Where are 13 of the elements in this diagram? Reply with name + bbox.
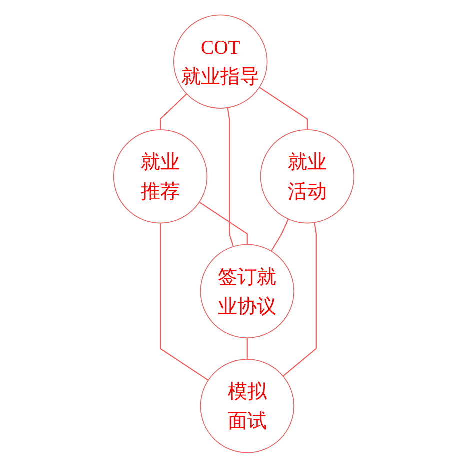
- connector: [160, 223, 209, 381]
- node-circle: 就业活动: [260, 129, 355, 224]
- connector: [282, 222, 317, 377]
- node-circle: 就业推荐: [113, 129, 208, 224]
- node-circle: 模拟面试: [200, 359, 295, 454]
- node-circle: COT 就业指导: [173, 14, 268, 109]
- connector: [259, 87, 308, 130]
- connector: [199, 202, 248, 245]
- node-circle: 签订就业协议: [200, 244, 295, 339]
- connector: [270, 219, 289, 252]
- connector: [246, 338, 248, 360]
- connector: [227, 108, 234, 247]
- connector: [160, 94, 188, 130]
